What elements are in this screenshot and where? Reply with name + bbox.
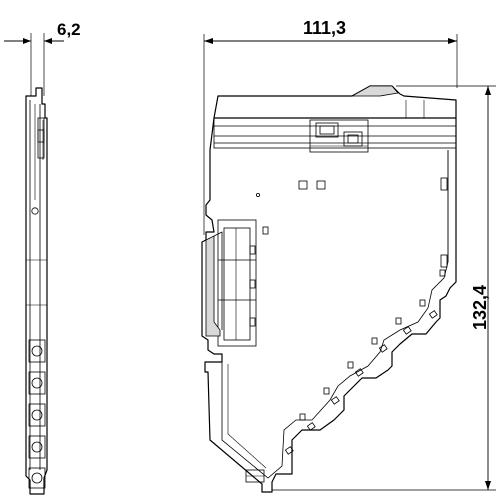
depth-dimension: 111,3 [203, 18, 458, 235]
terminal-access-slots [284, 269, 446, 455]
width-dimension: 6,2 [4, 20, 81, 96]
width-dimension-label: 6,2 [57, 20, 81, 39]
side-view: 6,2 [4, 20, 81, 495]
profile-view: 111,3 132,4 [201, 18, 496, 493]
depth-dimension-label: 111,3 [303, 18, 346, 38]
side-view-terminals [28, 339, 46, 489]
height-dimension-label: 132,4 [470, 285, 490, 330]
height-dimension: 132,4 [272, 85, 496, 491]
din-rail-clip [205, 219, 257, 347]
